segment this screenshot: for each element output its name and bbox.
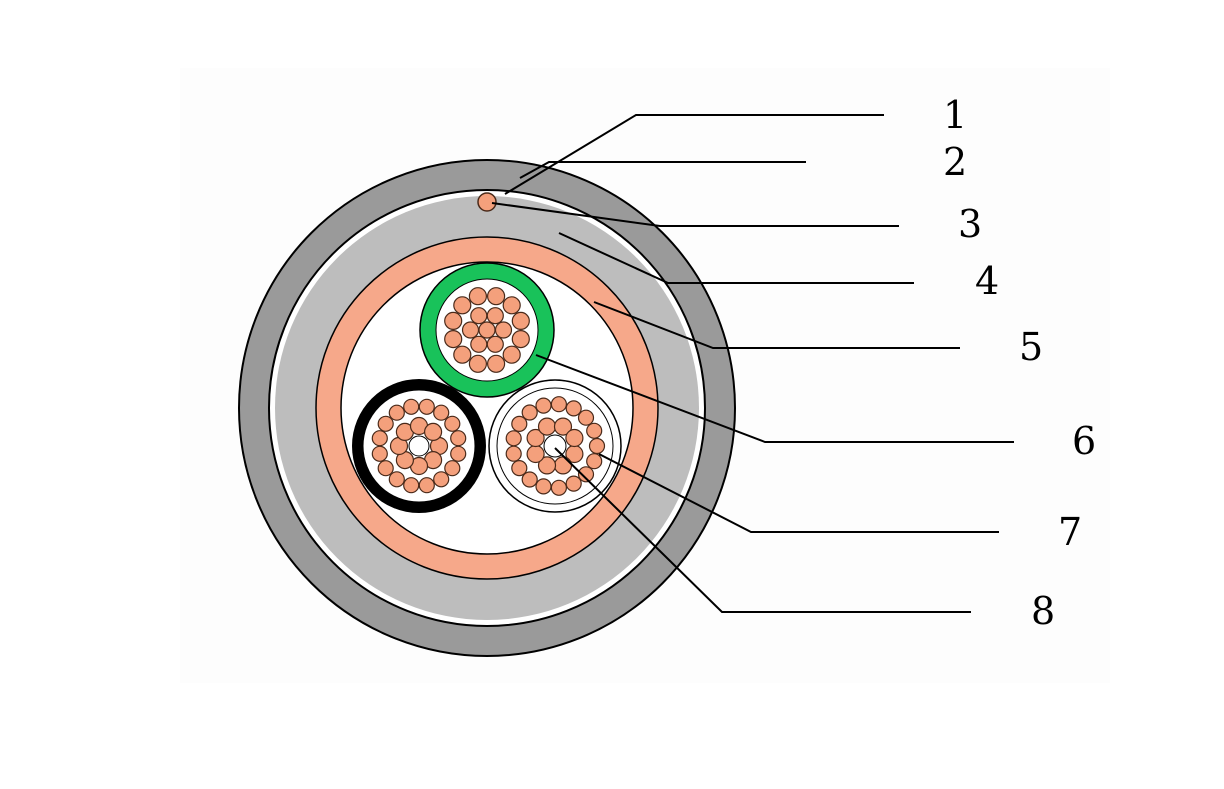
green-core-strand bbox=[494, 321, 513, 339]
green-core-strand bbox=[468, 354, 487, 373]
callout-5: 5 bbox=[1019, 325, 1043, 369]
black-core bbox=[352, 379, 486, 513]
white-core-strand bbox=[511, 460, 528, 477]
white-core-strand bbox=[553, 417, 573, 436]
black-core-strand bbox=[433, 471, 450, 488]
black-core-strand bbox=[388, 471, 405, 488]
white-core-strand bbox=[550, 396, 568, 413]
black-core-strand bbox=[371, 445, 388, 462]
white-core-center-filler bbox=[543, 434, 567, 458]
green-core-strand bbox=[453, 296, 472, 315]
white-core-strand bbox=[553, 456, 573, 475]
white-core-strand bbox=[537, 417, 557, 436]
green-core-strand bbox=[470, 307, 488, 325]
white-core-strand bbox=[577, 409, 595, 426]
leader-line-7 bbox=[598, 453, 999, 533]
black-core-strand bbox=[388, 404, 405, 421]
leader-line-8 bbox=[554, 447, 971, 613]
black-core-strand bbox=[377, 415, 394, 432]
white-core-strand bbox=[586, 422, 603, 439]
callout-2: 2 bbox=[943, 140, 967, 184]
white-core-strand bbox=[505, 430, 522, 447]
green-core-strand bbox=[468, 287, 487, 306]
green-core-strand bbox=[461, 321, 480, 339]
white-core-strand bbox=[526, 444, 545, 464]
green-core-strand bbox=[453, 345, 472, 364]
drain-wire bbox=[477, 192, 497, 212]
white-core-strand bbox=[577, 466, 595, 483]
green-core-strand bbox=[502, 345, 521, 364]
leader-line-1 bbox=[504, 114, 884, 195]
black-core-strand bbox=[450, 445, 467, 462]
leader-line-6 bbox=[535, 354, 1014, 443]
green-core-strand bbox=[486, 307, 504, 325]
leader-line-3 bbox=[491, 202, 899, 227]
green-core-strand bbox=[502, 296, 521, 315]
white-core-strand bbox=[565, 475, 582, 492]
leader-line-5 bbox=[593, 301, 960, 349]
black-core-strand bbox=[403, 477, 420, 494]
callout-7: 7 bbox=[1058, 510, 1082, 554]
green-core-strand bbox=[444, 330, 463, 349]
callout-3: 3 bbox=[958, 202, 982, 246]
callout-4: 4 bbox=[975, 259, 999, 303]
white-core-strand bbox=[526, 428, 545, 448]
leader-line-2 bbox=[519, 161, 806, 179]
green-core-strand bbox=[511, 330, 530, 349]
green-core-strand bbox=[487, 354, 506, 373]
white-core-strand bbox=[588, 437, 606, 455]
green-core-strand bbox=[478, 321, 496, 339]
green-core-strand bbox=[487, 287, 506, 306]
black-core-strand bbox=[418, 398, 435, 415]
black-core-strand bbox=[450, 430, 467, 447]
green-core-strand bbox=[486, 335, 504, 353]
callout-8: 8 bbox=[1031, 589, 1055, 633]
black-core-strand bbox=[433, 404, 450, 421]
black-core-strand bbox=[444, 415, 461, 432]
black-core-strands bbox=[371, 398, 467, 494]
black-core-strand bbox=[444, 460, 461, 477]
callout-6: 6 bbox=[1072, 419, 1096, 463]
green-core bbox=[419, 262, 555, 398]
white-core-strand bbox=[565, 400, 582, 417]
white-core-strand bbox=[565, 428, 584, 448]
leader-line-4 bbox=[558, 232, 914, 284]
black-core-strand bbox=[418, 477, 435, 494]
white-core-strand bbox=[521, 404, 538, 421]
white-core-strand bbox=[550, 479, 568, 496]
white-core-strand bbox=[511, 415, 528, 432]
white-core-strand bbox=[505, 445, 522, 462]
black-core-strand bbox=[403, 398, 420, 415]
green-core-strand bbox=[444, 311, 463, 330]
green-core-strands bbox=[444, 287, 530, 373]
white-core-strand bbox=[537, 456, 557, 475]
white-core-strands bbox=[505, 396, 606, 496]
black-core-strand bbox=[377, 460, 394, 477]
white-core-strand bbox=[535, 397, 552, 414]
black-core-strand bbox=[371, 430, 388, 447]
black-core-center-filler bbox=[408, 435, 430, 457]
green-core-strand bbox=[470, 335, 488, 353]
callout-1: 1 bbox=[943, 93, 967, 137]
green-core-strand bbox=[511, 311, 530, 330]
white-core-strand bbox=[535, 478, 552, 495]
white-core bbox=[488, 379, 622, 513]
white-core-strand bbox=[586, 453, 603, 470]
white-core-strand bbox=[521, 471, 538, 488]
black-core-strand bbox=[424, 422, 443, 441]
